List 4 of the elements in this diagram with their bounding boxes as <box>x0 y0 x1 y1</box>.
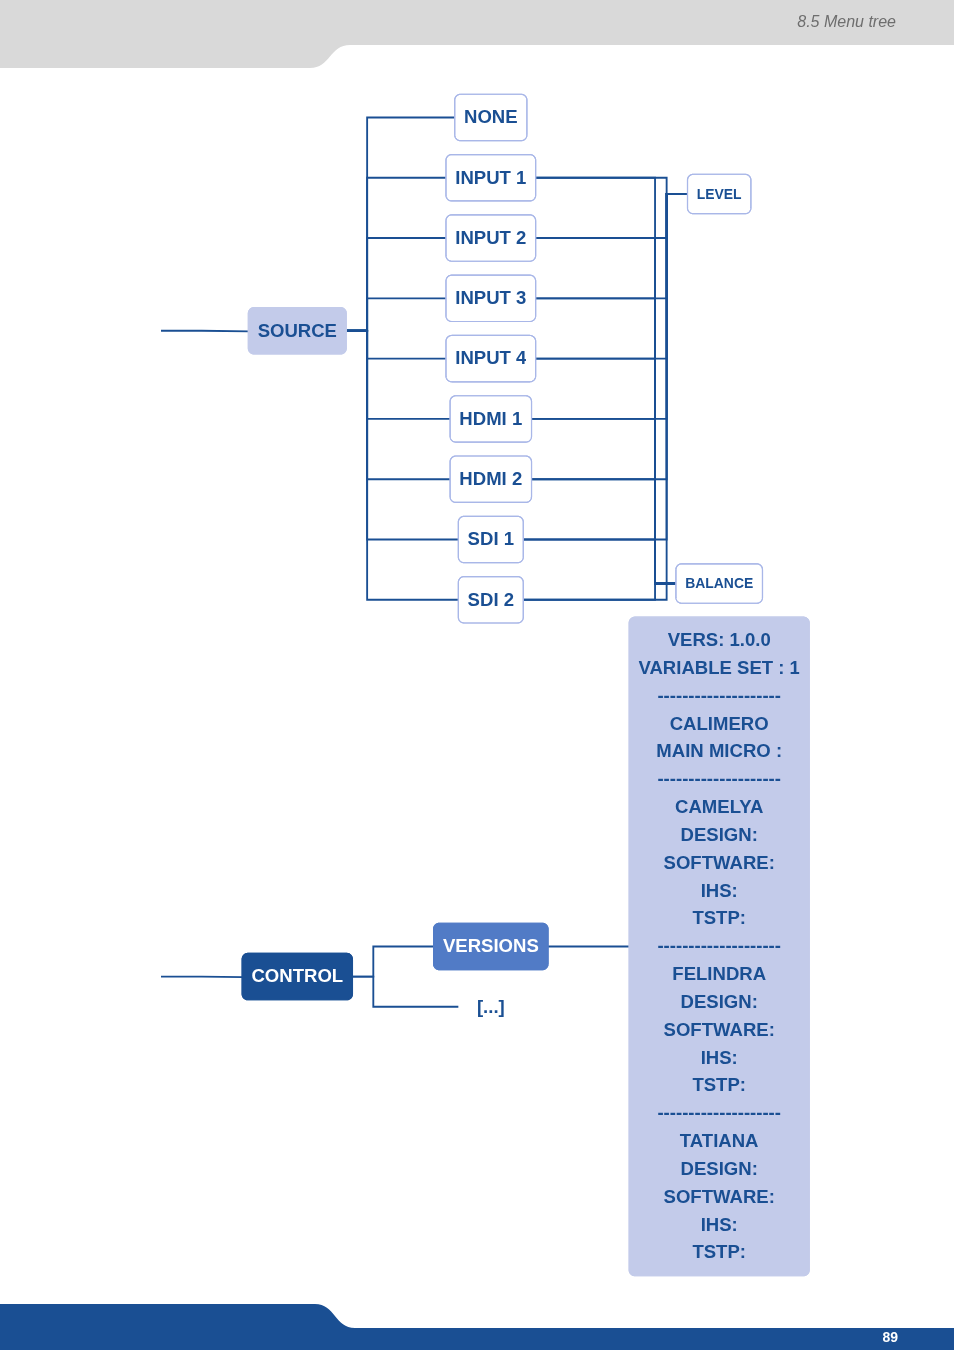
connector <box>522 582 677 601</box>
page-number: 89 <box>882 1329 898 1345</box>
node-text: [...] <box>476 996 505 1017</box>
page-title: 8.5 Menu tree <box>797 13 896 30</box>
